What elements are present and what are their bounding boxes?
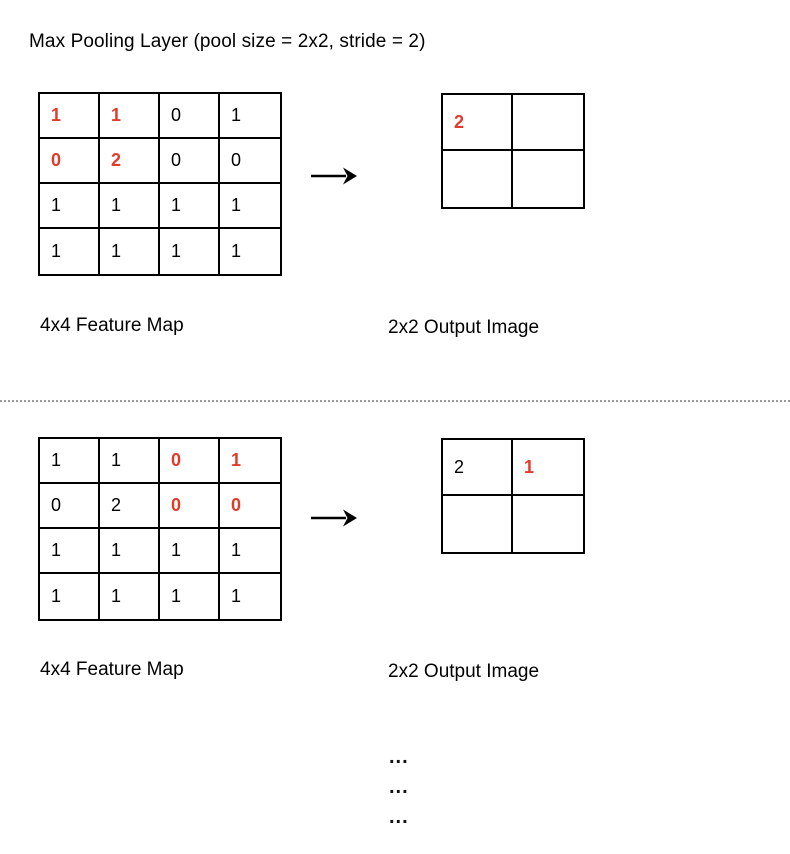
grid-cell: 0	[220, 139, 280, 184]
grid-cell: 1	[100, 184, 160, 229]
grid-cell: 2	[443, 95, 513, 151]
grid-cell: 1	[40, 184, 100, 229]
feature-map-label-1: 4x4 Feature Map	[40, 315, 184, 336]
grid-cell	[513, 496, 583, 552]
grid-cell: 1	[220, 439, 280, 484]
grid-cell: 1	[220, 184, 280, 229]
grid-cell: 1	[160, 229, 220, 274]
grid-cell: 1	[100, 529, 160, 574]
grid-cell: 1	[40, 94, 100, 139]
grid-cell: 0	[40, 139, 100, 184]
grid-cell: 1	[40, 529, 100, 574]
output-image-label-1: 2x2 Output Image	[388, 317, 540, 338]
grid-cell: 1	[100, 439, 160, 484]
continuation-ellipsis: ...	[389, 776, 409, 798]
right-arrow-icon	[311, 509, 357, 527]
grid-cell: 2	[100, 484, 160, 529]
grid-cell	[443, 496, 513, 552]
grid-cell	[513, 151, 583, 207]
grid-cell	[513, 95, 583, 151]
grid-cell: 1	[100, 229, 160, 274]
grid-cell: 0	[160, 94, 220, 139]
grid-cell: 1	[220, 574, 280, 619]
output-grid-1: 2	[441, 93, 585, 209]
page-title: Max Pooling Layer (pool size = 2x2, stri…	[29, 31, 426, 52]
grid-cell: 1	[40, 439, 100, 484]
right-arrow-icon	[311, 167, 357, 185]
grid-cell: 0	[40, 484, 100, 529]
grid-cell: 2	[100, 139, 160, 184]
continuation-ellipsis: ...	[389, 746, 409, 768]
feature-map-label-2: 4x4 Feature Map	[40, 659, 184, 680]
grid-cell: 1	[40, 574, 100, 619]
grid-cell: 2	[443, 440, 513, 496]
grid-cell: 1	[513, 440, 583, 496]
grid-cell: 1	[160, 574, 220, 619]
grid-cell: 0	[160, 139, 220, 184]
grid-cell: 0	[160, 439, 220, 484]
grid-cell: 0	[220, 484, 280, 529]
grid-cell: 1	[40, 229, 100, 274]
output-image-label-2: 2x2 Output Image	[388, 661, 540, 682]
grid-cell: 1	[160, 184, 220, 229]
grid-cell: 1	[220, 529, 280, 574]
grid-cell: 0	[160, 484, 220, 529]
grid-cell: 1	[160, 529, 220, 574]
continuation-ellipsis: ...	[389, 806, 409, 828]
grid-cell: 1	[100, 94, 160, 139]
grid-cell	[443, 151, 513, 207]
grid-cell: 1	[100, 574, 160, 619]
grid-cell: 1	[220, 229, 280, 274]
grid-cell: 1	[220, 94, 280, 139]
section-divider	[0, 400, 790, 402]
